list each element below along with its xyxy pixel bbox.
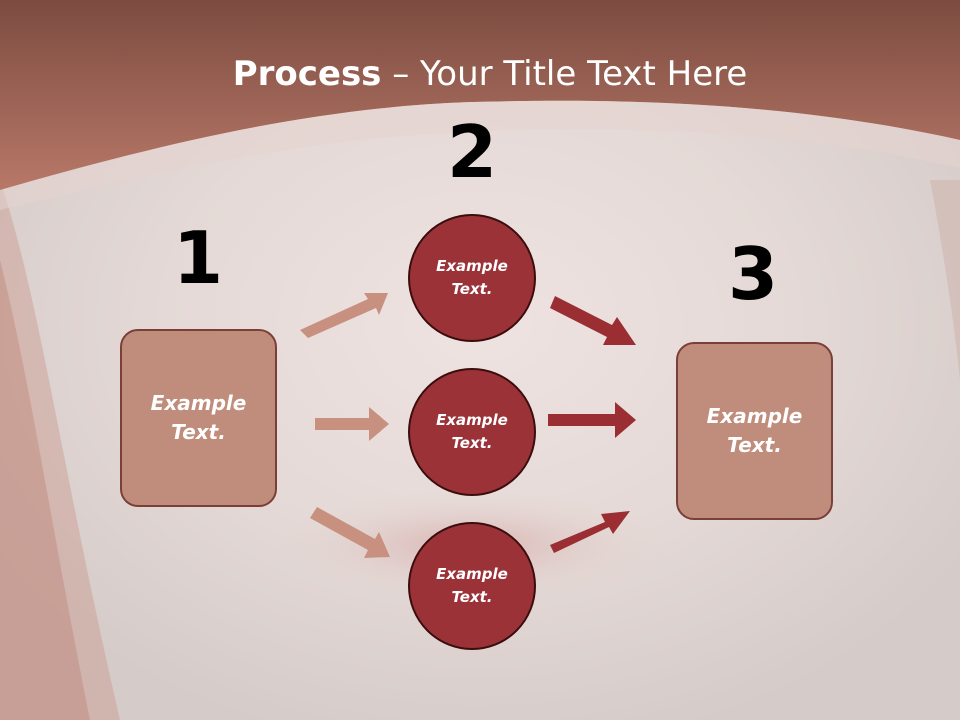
step-number-2: 2 bbox=[446, 110, 498, 194]
box-end-label: Example Text. bbox=[706, 404, 803, 457]
step-number-1: 1 bbox=[172, 216, 224, 300]
step-number-3: 3 bbox=[727, 232, 779, 316]
title-rest: – Your Title Text Here bbox=[381, 54, 748, 94]
circle-top-label: Example Text. bbox=[436, 257, 508, 298]
process-box-start: Example Text. bbox=[120, 329, 277, 507]
box-start-label: Example Text. bbox=[150, 391, 247, 444]
slide-title: Process – Your Title Text Here bbox=[0, 52, 960, 96]
circle-middle-label: Example Text. bbox=[436, 411, 508, 452]
process-circle-top: Example Text. bbox=[408, 214, 536, 342]
process-circle-bottom: Example Text. bbox=[408, 522, 536, 650]
process-box-end: Example Text. bbox=[676, 342, 833, 520]
circle-bottom-label: Example Text. bbox=[436, 565, 508, 606]
title-bold: Process bbox=[232, 54, 382, 94]
process-circle-middle: Example Text. bbox=[408, 368, 536, 496]
